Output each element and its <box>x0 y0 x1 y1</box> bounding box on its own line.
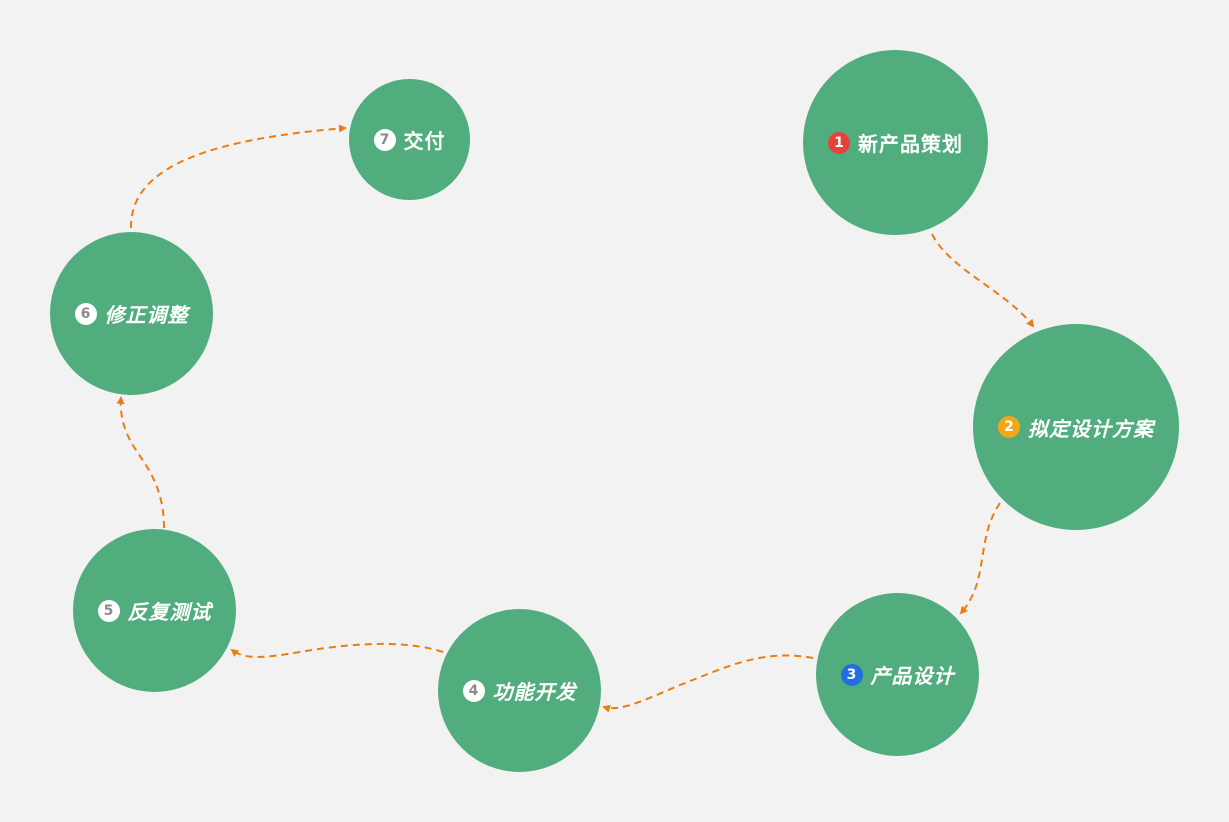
arrow-1-to-2 <box>931 233 1035 328</box>
step-2-number-badge: 2 <box>998 416 1020 438</box>
step-6-number-badge: 6 <box>74 302 97 325</box>
step-6-label: 修正调整 <box>104 303 189 327</box>
step-1-label: 新产品策划 <box>858 132 963 156</box>
step-4-number-badge: 4 <box>462 679 485 702</box>
step-2-label: 拟定设计方案 <box>1028 416 1154 441</box>
step-4-node[interactable]: 4 功能开发 <box>438 609 601 772</box>
step-7-node[interactable]: 7 交付 <box>349 79 470 200</box>
step-5-node[interactable]: 5 反复测试 <box>73 529 236 692</box>
arrow-4-to-5 <box>230 642 444 658</box>
step-3-node[interactable]: 3 产品设计 <box>816 593 979 756</box>
step-6-node[interactable]: 6 修正调整 <box>50 232 213 395</box>
step-3-number-badge: 3 <box>840 663 863 686</box>
arrow-3-to-4 <box>602 654 814 713</box>
arrow-5-to-6 <box>116 396 165 529</box>
step-7-label: 交付 <box>403 129 446 153</box>
step-4-label: 功能开发 <box>492 680 577 704</box>
step-3-label: 产品设计 <box>870 664 955 688</box>
step-7-number-badge: 7 <box>373 128 396 151</box>
step-5-number-badge: 5 <box>97 599 120 622</box>
step-1-node[interactable]: 1 新产品策划 <box>803 50 988 235</box>
step-5-label: 反复测试 <box>127 600 212 624</box>
step-2-node[interactable]: 2 拟定设计方案 <box>973 324 1179 530</box>
arrow-6-to-7 <box>129 124 347 229</box>
step-1-number-badge: 1 <box>828 131 850 154</box>
arrow-2-to-3 <box>959 502 1001 615</box>
